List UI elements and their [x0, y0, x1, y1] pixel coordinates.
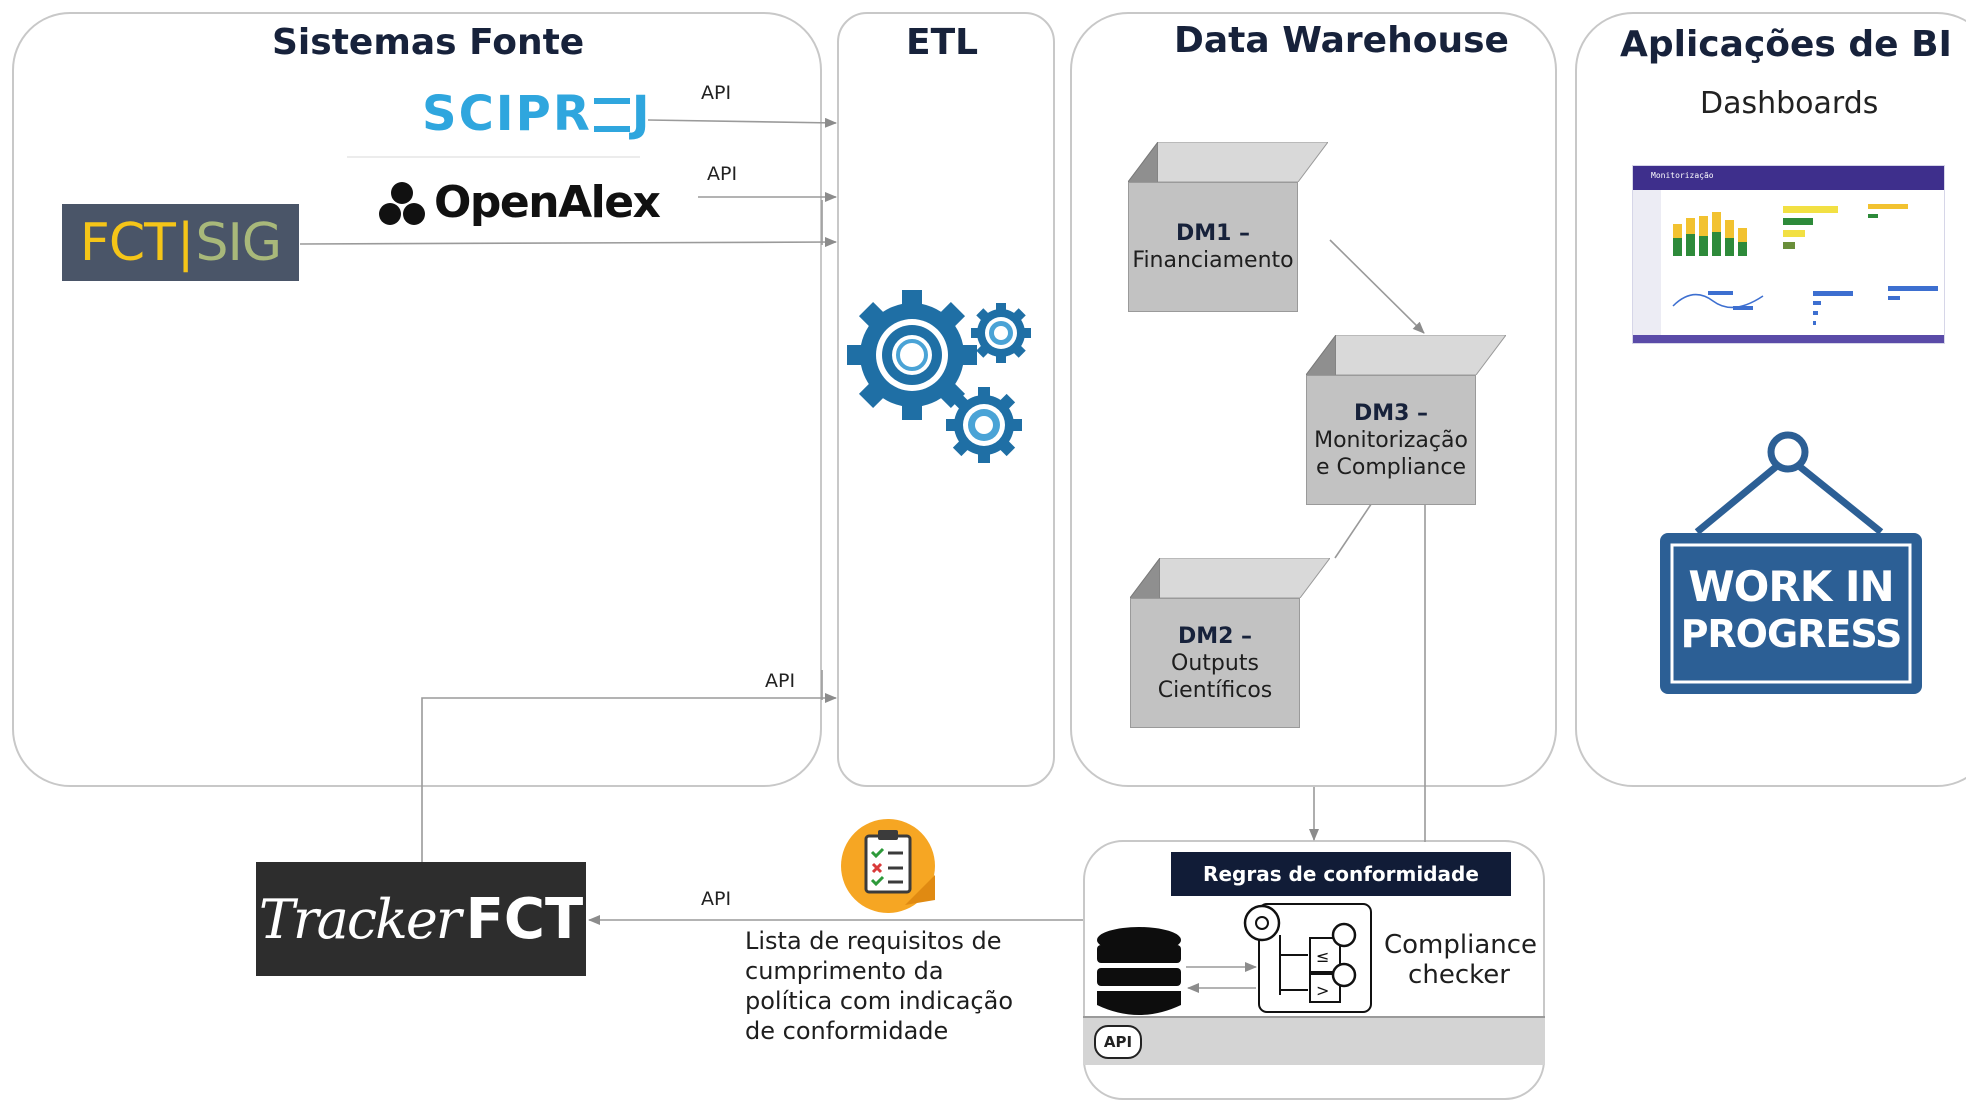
dashboard-thumbnail: Monitorização: [1632, 165, 1945, 344]
requirements-line-1: Lista de requisitos de: [745, 927, 1002, 955]
dm3-code: DM3 –: [1353, 400, 1429, 426]
dashboard-thumb-title: Monitorização: [1651, 171, 1714, 180]
dm1-cube: DM1 –Financiamento: [1128, 142, 1328, 312]
bi-subtitle: Dashboards: [1700, 86, 1879, 121]
fctsig-logo: FCT|SIG: [62, 204, 299, 281]
dm3-name-2: e Compliance: [1315, 454, 1467, 480]
openalex-mark-icon: [379, 181, 425, 225]
sciproj-arrow: [647, 117, 837, 128]
compliance-checker-label: Compliance checker: [1384, 930, 1538, 990]
bi-apps-title: Aplicações de BI: [1620, 24, 1952, 65]
dm3-name-1: Monitorização: [1314, 427, 1468, 453]
dm1-code: DM1 –: [1175, 221, 1251, 246]
requirements-line-4: de conformidade: [745, 1017, 949, 1045]
fctsig-arrow: [299, 237, 837, 248]
tracker-api-arrow: [421, 693, 837, 862]
dm2-name-2: Científicos: [1157, 677, 1273, 703]
api-label-tracker-in: API: [765, 670, 796, 692]
api-label-sciproj: API: [701, 82, 732, 104]
rules-banner: Regras de conformidade: [1171, 852, 1511, 896]
dm2-name-1: Outputs: [1171, 650, 1259, 676]
data-warehouse-title: Data Warehouse: [1174, 20, 1509, 61]
wip-line-2: PROGRESS: [1680, 612, 1903, 656]
source-systems-title: Sistemas Fonte: [272, 22, 585, 63]
api-label-openalex: API: [707, 163, 738, 185]
requirements-note: Lista de requisitos de cumprimento da po…: [745, 926, 1013, 1046]
dm1-name: Financiamento: [1132, 248, 1294, 273]
checker-line-1: Compliance: [1384, 930, 1538, 960]
dm2-code: DM2 –: [1177, 623, 1253, 649]
wip-line-1: WORK IN: [1688, 562, 1894, 611]
checker-line-2: checker: [1408, 960, 1510, 990]
requirements-line-3: política com indicação: [745, 987, 1014, 1015]
api-badge-icon: API: [1094, 1025, 1142, 1059]
etl-title: ETL: [906, 22, 979, 63]
dm1-dm3-arrow: [1329, 239, 1425, 334]
connectors: [299, 117, 1430, 925]
api-strip: [1083, 1016, 1545, 1065]
source-systems-panel: [12, 12, 822, 787]
requirements-line-2: cumprimento da: [745, 957, 944, 985]
api-label-tracker-out: API: [701, 888, 732, 910]
openalex-logo: OpenAlex: [378, 177, 661, 228]
